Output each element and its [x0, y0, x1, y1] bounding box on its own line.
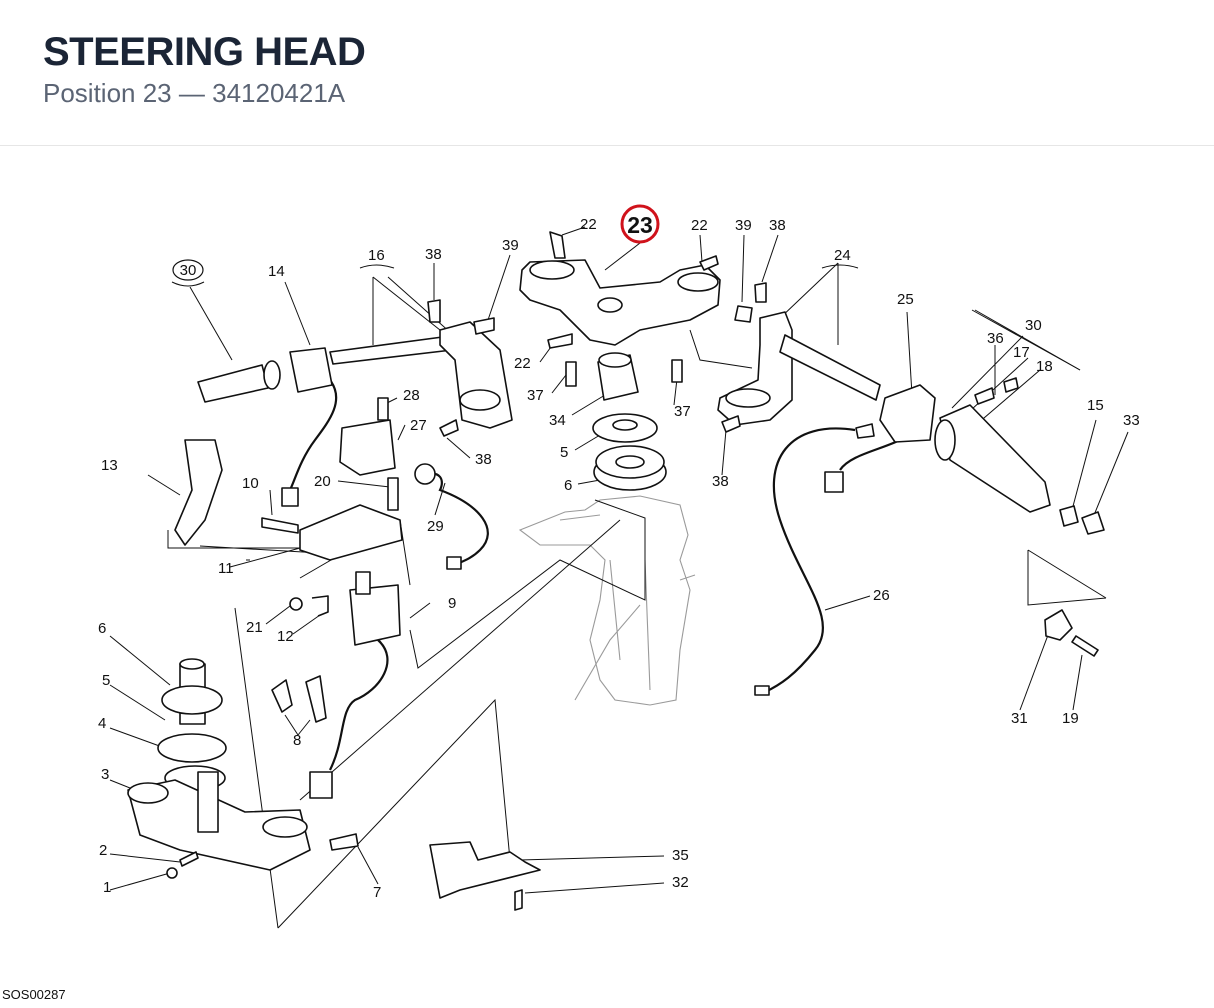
callout-label: 31 — [1011, 710, 1028, 727]
page-title: STEERING HEAD — [43, 30, 366, 74]
callout-label: 16 — [368, 247, 385, 264]
callout-label: 39 — [502, 237, 519, 254]
callout-label: 14 — [268, 263, 285, 280]
lower-triple-clamp — [127, 658, 359, 879]
callout-label: 28 — [403, 387, 420, 404]
cable-end — [754, 685, 770, 696]
callout-label: 38 — [712, 473, 729, 490]
highlight-ring — [620, 204, 660, 244]
callout-label: 22 — [691, 217, 708, 234]
wiring-harness — [281, 379, 901, 799]
drawing-reference-code: SOS00287 — [2, 987, 66, 1002]
callout-label: 33 — [1123, 412, 1140, 429]
upper-triple-clamp — [519, 259, 721, 346]
ignition-assembly — [174, 419, 436, 723]
diagram-canvas: 23 30 14 16 38 39 22 22 39 38 24 25 30 3… — [98, 204, 1140, 929]
callout-label: 12 — [277, 628, 294, 645]
callout-label: 2 — [99, 842, 107, 859]
callout-23: 23 — [627, 212, 653, 238]
frame-outline — [518, 495, 696, 706]
callout-label: 38 — [425, 246, 442, 263]
callout-label: 3 — [101, 766, 109, 783]
callout-label: 22 — [514, 355, 531, 372]
callout-label: 24 — [834, 247, 851, 264]
callout-label: 37 — [674, 403, 691, 420]
callout-label: 27 — [410, 417, 427, 434]
callout-label: 39 — [735, 217, 752, 234]
callout-label: 19 — [1062, 710, 1079, 727]
callout-label: 10 — [242, 475, 259, 492]
callout-label: 8 — [293, 732, 301, 749]
bearing-stack — [592, 352, 667, 491]
callout-label: 17 — [1013, 344, 1030, 361]
callout-label: 32 — [672, 874, 689, 891]
callout-label: 9 — [448, 595, 456, 612]
assembly-guides — [167, 309, 1107, 929]
group-brackets — [359, 264, 1081, 371]
highlighted-callout[interactable]: 23 — [620, 204, 660, 244]
callout-label: 36 — [987, 330, 1004, 347]
callout-label: 22 — [580, 216, 597, 233]
callout-label: 38 — [769, 217, 786, 234]
part-number: 34120421A — [212, 78, 346, 108]
callout-label: 38 — [475, 451, 492, 468]
callout-label: 6 — [98, 620, 106, 637]
callout-label: 15 — [1087, 397, 1104, 414]
callout-label: 11 — [218, 560, 234, 577]
callout-label: 5 — [102, 672, 110, 689]
position-label: Position 23 — [43, 78, 172, 108]
callout-label: 26 — [873, 587, 890, 604]
throttle-cable — [754, 427, 856, 696]
callout-label: 34 — [549, 412, 566, 429]
right-handlebar — [717, 305, 1105, 657]
callout-label: 6 — [564, 477, 572, 494]
callout-label: 20 — [314, 473, 331, 490]
callout-label: 35 — [672, 847, 689, 864]
page-header: STEERING HEAD Position 23 — 34120421A — [0, 0, 1214, 146]
callout-label: 30 — [1025, 317, 1042, 334]
callout-label: 13 — [101, 457, 118, 474]
callout-label: 7 — [373, 884, 381, 901]
callout-label: 21 — [246, 619, 263, 636]
callout-label: 37 — [527, 387, 544, 404]
callout-label: 25 — [897, 291, 914, 308]
callout-label: 5 — [560, 444, 568, 461]
callout-label: 30 — [180, 262, 197, 279]
subtitle-separator: — — [178, 78, 205, 108]
callout-label: 29 — [427, 518, 444, 535]
callout-labels: 30 14 16 38 39 22 22 39 38 24 25 30 36 1… — [98, 216, 1140, 901]
lower-bracket — [429, 841, 541, 911]
exploded-parts-diagram: 23 30 14 16 38 39 22 22 39 38 24 25 30 3… — [0, 146, 1214, 1003]
callout-label: 4 — [98, 715, 106, 732]
leader-lines — [109, 226, 1129, 894]
callout-label: 1 — [103, 879, 111, 896]
page-subtitle: Position 23 — 34120421A — [43, 78, 345, 109]
callout-30-circled — [171, 259, 205, 287]
fasteners — [377, 231, 1019, 511]
callout-label: 18 — [1036, 358, 1053, 375]
left-handlebar — [197, 317, 513, 429]
